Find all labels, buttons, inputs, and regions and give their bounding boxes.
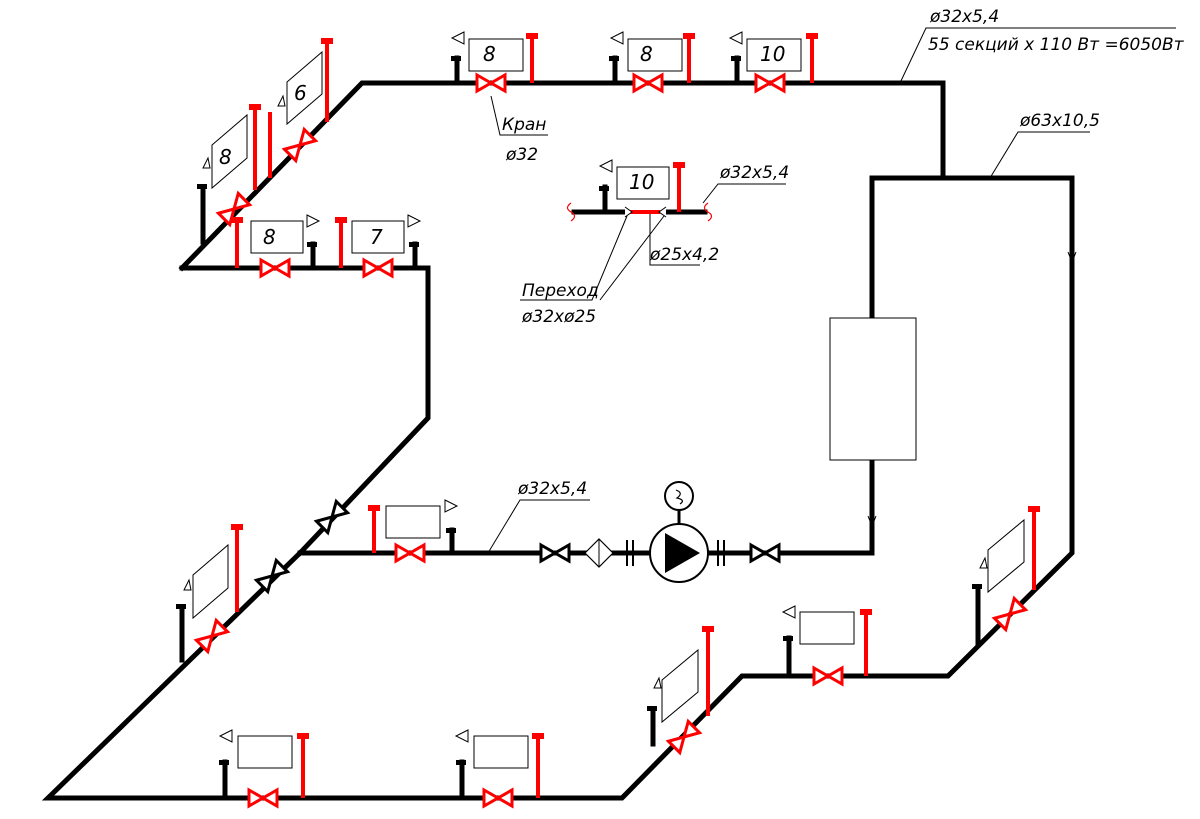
label-transition-name: Переход (522, 281, 599, 301)
radiators-bottom (218, 729, 544, 808)
radiator-top-1 (468, 38, 524, 72)
boiler (829, 317, 917, 461)
valve-mid-1 (259, 258, 291, 278)
radiator-right-diagonal-1 (987, 518, 1025, 594)
diagonal-valves (254, 499, 350, 594)
radiator-left-lower-sections: 8 (219, 145, 232, 169)
radiator-lower-mid (647, 626, 714, 755)
valve-bottom-1 (247, 788, 279, 808)
label-detail-pipe: ø32x5,4 (719, 163, 789, 183)
radiator-top-2-sections: 8 (640, 42, 653, 66)
radiators-top: 8 8 10 (450, 31, 818, 93)
radiator-right-mid (781, 605, 872, 686)
radiators-left-diagonal: 6 8 (197, 38, 333, 245)
label-transition-size: ø32xø25 (521, 307, 596, 327)
labels: ø32x5,4 55 секций x 110 Вт =6050Вт ø63x1… (502, 7, 1185, 499)
radiator-left-upper (286, 50, 323, 126)
radiator-lower-left-1 (192, 543, 229, 620)
return-valve-left (539, 543, 571, 563)
valve-mid-2 (362, 258, 394, 278)
label-pipe-riser-right: ø63x10,5 (1019, 111, 1100, 131)
radiator-mid-2 (351, 220, 405, 254)
radiator-top-1-sections: 8 (483, 42, 496, 66)
radiator-top-3-sections: 10 (760, 42, 785, 66)
leader-lines (487, 27, 1176, 554)
valve-top-1 (475, 73, 507, 93)
label-radiator-total: 55 секций x 110 Вт =6050Вт (928, 35, 1185, 55)
radiator-mid-2-sections: 7 (370, 225, 383, 249)
label-valve-size: ø32 (505, 145, 538, 165)
label-pipe-return: ø32x5,4 (517, 479, 587, 499)
radiator-lower-left (176, 524, 243, 663)
label-detail-small-pipe: ø25x4,2 (649, 245, 719, 265)
radiators-mid: 8 7 (231, 214, 422, 278)
label-valve-name: Кран (502, 115, 546, 135)
transition-detail: 10 (566, 159, 713, 222)
radiator-left-lower (211, 113, 248, 190)
radiator-lower-mid-1 (661, 648, 699, 724)
radiator-mid-1-sections: 8 (263, 225, 276, 249)
radiator-bottom-2 (473, 735, 529, 769)
upper-loop-pipe (179, 265, 431, 557)
radiator-detail (616, 166, 670, 200)
radiator-return-1 (385, 505, 441, 539)
radiator-right-mid-1 (799, 611, 855, 645)
radiator-top-2 (627, 38, 683, 72)
valve-top-3 (754, 73, 786, 93)
valve-return-1 (394, 543, 426, 563)
valve-top-2 (632, 73, 664, 93)
return-main-pipe (297, 459, 875, 556)
valve-right-mid-1 (812, 666, 844, 686)
radiator-bottom-1 (237, 735, 293, 769)
radiator-detail-sections: 10 (629, 170, 654, 194)
return-valve-right (749, 543, 781, 563)
radiator-return (368, 499, 459, 563)
radiator-left-upper-sections: 6 (294, 81, 307, 105)
radiator-top-3 (746, 38, 802, 72)
pump-assembly (539, 481, 781, 583)
radiator-right-diagonal (972, 506, 1040, 648)
radiator-mid-1 (250, 220, 304, 254)
valve-bottom-2 (482, 788, 514, 808)
boiler-supply-pipe (41, 175, 1075, 801)
label-pipe-main-top: ø32x5,4 (929, 7, 999, 27)
